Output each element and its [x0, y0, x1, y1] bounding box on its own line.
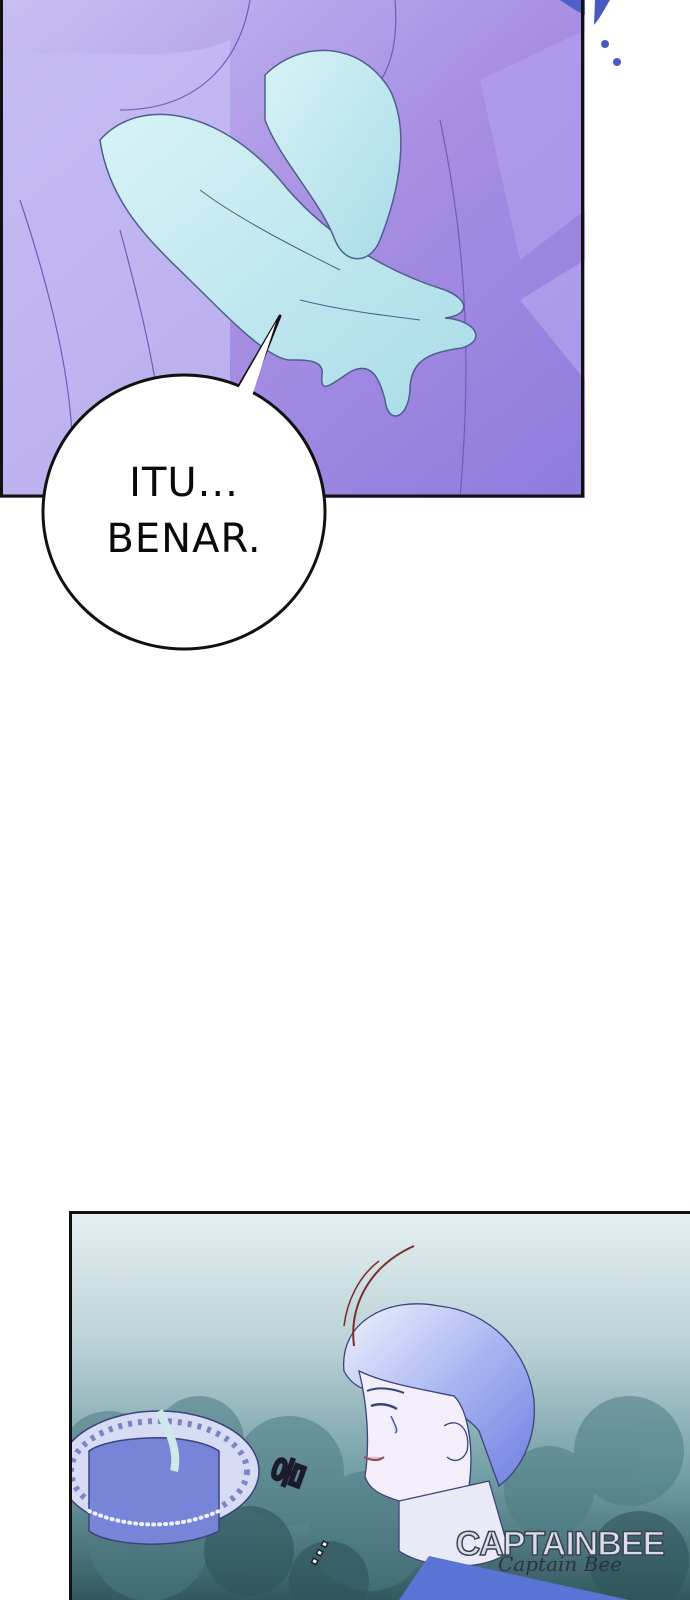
watermark-title: CAPTAINBEE [455, 1524, 666, 1564]
comic-panel-hands [0, 0, 585, 498]
speech-bubble-text: ITU... BENAR. [42, 455, 326, 567]
comic-panel-forest [69, 1211, 690, 1600]
watermark-logo: CAPTAINBEE Captain Bee [440, 1524, 680, 1576]
forest-illustration [69, 1211, 690, 1600]
speech-line-1: ITU... [129, 460, 239, 506]
watermark-signature: Captain Bee [498, 1552, 622, 1576]
hands-illustration [0, 0, 585, 498]
speech-line-2: BENAR. [106, 516, 262, 562]
ink-drip-decoration [594, 0, 621, 66]
